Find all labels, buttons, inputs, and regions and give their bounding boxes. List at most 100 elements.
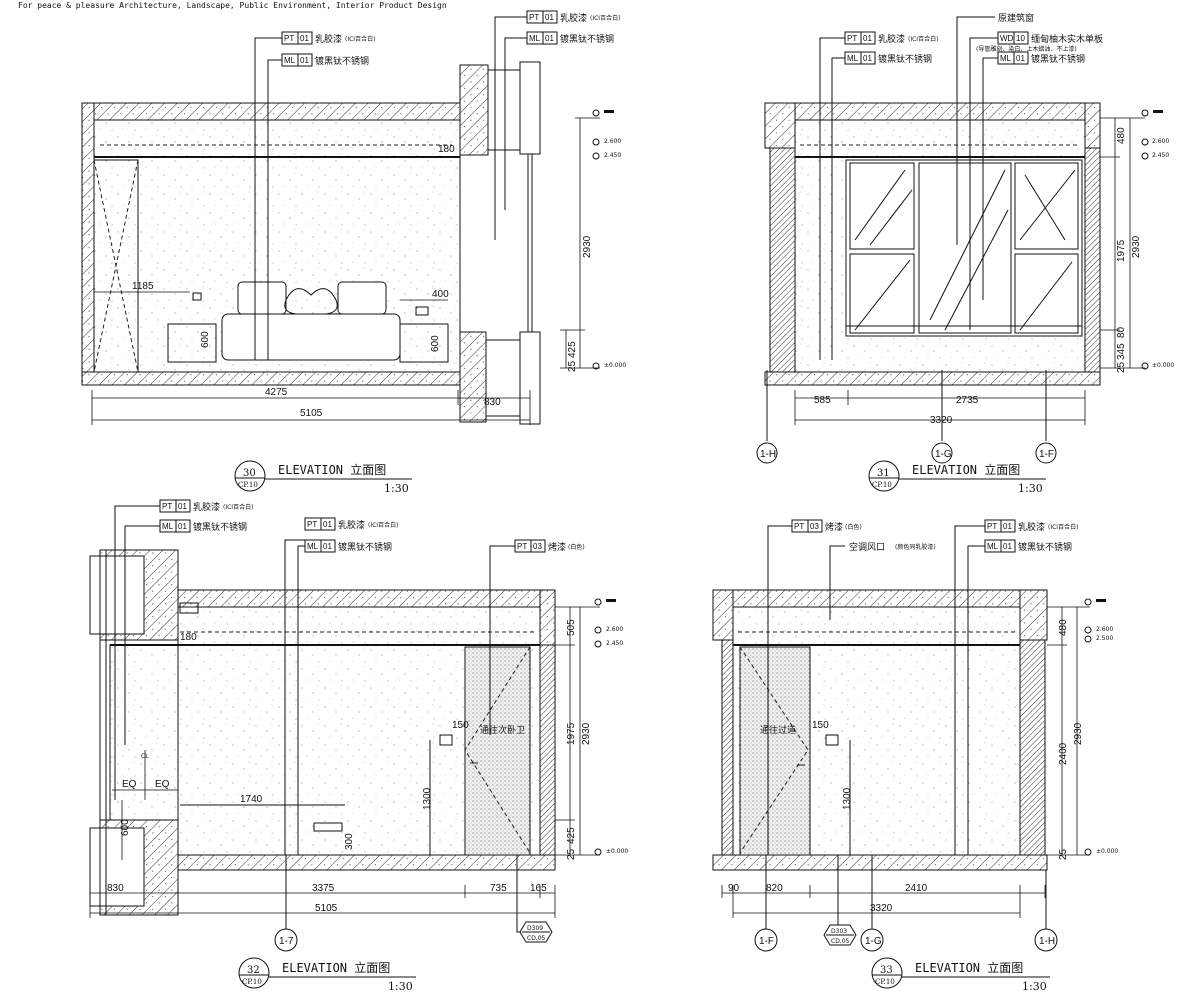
dim-345: 345 bbox=[1116, 343, 1127, 360]
svg-text:01: 01 bbox=[863, 54, 872, 63]
bed bbox=[221, 313, 401, 361]
dim-165: 165 bbox=[530, 883, 547, 894]
lower-wall-block bbox=[459, 331, 487, 423]
left-wall-top bbox=[712, 589, 734, 641]
elevation-32: 通往次卧卫 1740 1300 150 300 180 EQ EQ CL 600… bbox=[89, 499, 628, 993]
svg-text:PT: PT bbox=[517, 542, 527, 551]
svg-text:2.600: 2.600 bbox=[1152, 138, 1169, 145]
dim-180: 180 bbox=[180, 632, 197, 643]
dim-1300: 1300 bbox=[422, 787, 433, 810]
svg-text:镀黑钛不锈钢: 镀黑钛不锈钢 bbox=[338, 541, 392, 553]
svg-text:WD: WD bbox=[1000, 34, 1014, 43]
svg-text:ML: ML bbox=[162, 522, 174, 531]
svg-text:(ICI百合白): (ICI百合白) bbox=[908, 35, 938, 43]
svg-text:03: 03 bbox=[533, 542, 542, 551]
svg-text:CP.10: CP.10 bbox=[872, 481, 892, 489]
dim-5105: 5105 bbox=[315, 903, 338, 914]
svg-text:(白色): (白色) bbox=[845, 523, 862, 531]
left-wall bbox=[81, 102, 95, 386]
svg-text:1-G: 1-G bbox=[935, 449, 952, 460]
elevation-title-31: 31 CP.10 ELEVATION 立面图 1:30 bbox=[868, 460, 1046, 495]
floor-slab bbox=[149, 854, 556, 871]
svg-text:ML: ML bbox=[284, 56, 296, 65]
svg-text:CD.05: CD.05 bbox=[831, 938, 850, 945]
svg-text:2.600: 2.600 bbox=[604, 138, 621, 145]
window-recess-lower bbox=[485, 339, 521, 417]
dim-25: 25 bbox=[1058, 848, 1069, 860]
svg-text:CP.10: CP.10 bbox=[238, 481, 258, 489]
svg-text:乳胶漆: 乳胶漆 bbox=[560, 12, 587, 24]
svg-text:乳胶漆: 乳胶漆 bbox=[878, 33, 905, 45]
window bbox=[845, 159, 1083, 337]
window-recess-upper bbox=[89, 555, 145, 635]
svg-text:(ICI百合白): (ICI百合白) bbox=[368, 521, 398, 529]
svg-text:ELEVATION 立面图: ELEVATION 立面图 bbox=[282, 960, 390, 975]
dim-90: 90 bbox=[728, 883, 740, 894]
svg-text:乳胶漆: 乳胶漆 bbox=[193, 501, 220, 513]
window-recess-lower bbox=[89, 827, 145, 907]
svg-text:1-H: 1-H bbox=[760, 449, 776, 460]
window-frame-upper bbox=[519, 61, 541, 155]
svg-text:烤漆: 烤漆 bbox=[548, 541, 566, 553]
ceiling-slab bbox=[712, 589, 1048, 608]
dim-25: 25 bbox=[1116, 361, 1127, 373]
dim-25: 25 bbox=[567, 360, 578, 372]
svg-text:1:30: 1:30 bbox=[1022, 980, 1047, 993]
svg-text:±0.000: ±0.000 bbox=[604, 362, 626, 369]
svg-text:01: 01 bbox=[863, 34, 872, 43]
elevation-title-33: 33 CP.10 ELEVATION 立面图 1:30 bbox=[871, 957, 1050, 993]
nightstand-left bbox=[167, 323, 217, 363]
callout-ml01: ML 01 镀黑钛不锈钢 bbox=[526, 31, 614, 45]
dim-25: 25 bbox=[566, 848, 577, 860]
right-wall-section bbox=[1084, 147, 1101, 373]
svg-text:PT: PT bbox=[284, 34, 294, 43]
svg-text:±0.000: ±0.000 bbox=[1096, 848, 1118, 855]
svg-text:PT: PT bbox=[529, 13, 539, 22]
pillow bbox=[337, 281, 387, 315]
dim-400: 400 bbox=[432, 289, 449, 300]
svg-text:2.450: 2.450 bbox=[1152, 152, 1169, 159]
svg-text:ML: ML bbox=[529, 34, 541, 43]
right-wall-top bbox=[1084, 102, 1101, 149]
header-tagline: For peace & pleasure Architecture, Lands… bbox=[18, 1, 447, 10]
level-markers: 2.600 2.450 ±0.000 bbox=[1141, 109, 1174, 370]
floor-slab bbox=[764, 371, 1101, 386]
svg-text:ML: ML bbox=[307, 542, 319, 551]
svg-text:1:30: 1:30 bbox=[388, 980, 413, 993]
svg-text:镀黑钛不锈钢: 镀黑钛不锈钢 bbox=[560, 33, 614, 45]
svg-text:32: 32 bbox=[247, 965, 260, 976]
right-wall-section bbox=[539, 644, 556, 856]
level-markers: 2.600 2.450 ±0.000 bbox=[594, 598, 628, 856]
svg-text:1-7: 1-7 bbox=[279, 936, 294, 947]
svg-text:镀黑钛不锈钢: 镀黑钛不锈钢 bbox=[1031, 53, 1085, 65]
svg-text:10: 10 bbox=[1016, 34, 1025, 43]
dim-eq: EQ bbox=[122, 779, 137, 790]
svg-text:01: 01 bbox=[545, 13, 554, 22]
svg-text:乳胶漆: 乳胶漆 bbox=[338, 519, 365, 531]
left-wall-section bbox=[769, 147, 796, 373]
svg-text:31: 31 bbox=[877, 468, 890, 479]
centerline-label: CL bbox=[141, 753, 149, 760]
pillow bbox=[237, 281, 287, 315]
svg-text:1:30: 1:30 bbox=[1018, 482, 1043, 495]
svg-text:01: 01 bbox=[545, 34, 554, 43]
svg-text:01: 01 bbox=[323, 520, 332, 529]
floor-slab bbox=[712, 854, 1048, 871]
svg-text:ELEVATION 立面图: ELEVATION 立面图 bbox=[915, 960, 1023, 975]
svg-text:D303: D303 bbox=[831, 928, 847, 935]
door-label: 通往过道 bbox=[760, 724, 796, 736]
dim-80: 80 bbox=[1116, 326, 1127, 338]
svg-text:PT: PT bbox=[847, 34, 857, 43]
svg-text:(ICI百合白): (ICI百合白) bbox=[1048, 523, 1078, 531]
svg-text:ELEVATION 立面图: ELEVATION 立面图 bbox=[912, 462, 1020, 477]
ceiling-slab bbox=[149, 589, 556, 608]
dim-425: 425 bbox=[567, 341, 578, 358]
svg-text:30: 30 bbox=[243, 468, 256, 479]
dim-1185: 1185 bbox=[132, 281, 154, 292]
